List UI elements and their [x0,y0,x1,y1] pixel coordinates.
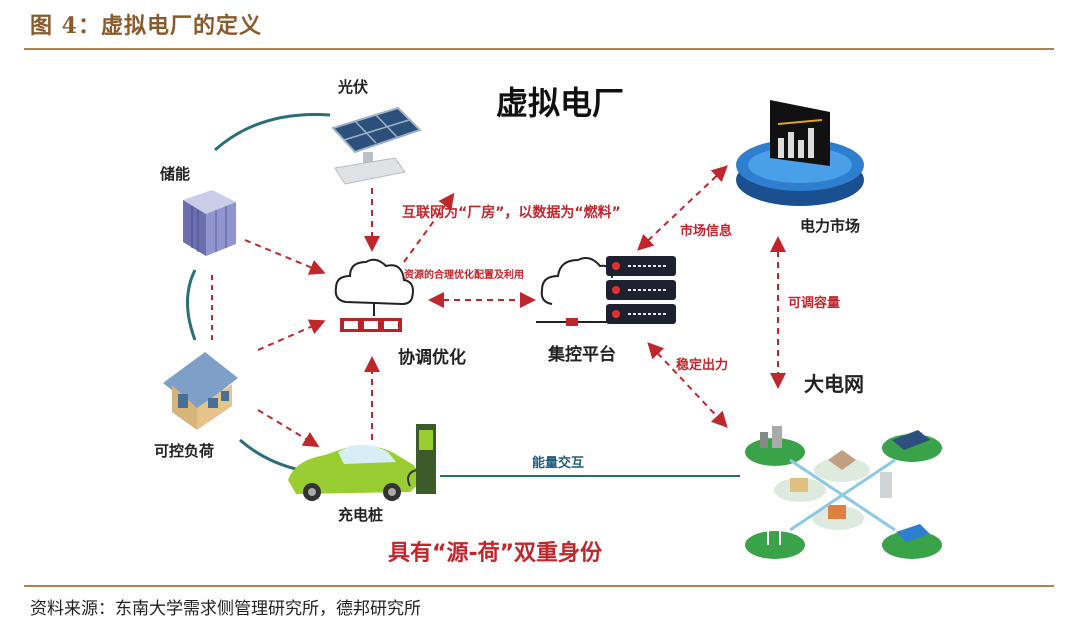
solar-label: 光伏 [338,78,369,96]
solar-panel-icon [331,106,422,185]
figure-title: 图 4：虚拟电厂的定义 [30,13,262,39]
grid-cluster-icon [745,426,942,559]
server-stack-icon [606,256,676,324]
coordination-label: 协调优化 [398,348,466,368]
flow-arrows [244,165,786,448]
header-divider [24,48,1054,50]
stable-output-label: 稳定出力 [676,358,729,373]
car-icon [288,444,419,501]
grid-label: 大电网 [804,372,864,396]
coordination-cloud-icon [334,258,414,316]
resource-flow-label: 资源的合理优化配置及利用 [404,270,524,281]
charger-label: 充电桩 [338,506,384,524]
diagram-main-title: 虚拟电厂 [496,84,625,122]
coordination-server-row [340,318,402,332]
adjustable-capacity-label: 可调容量 [788,296,841,311]
platform-cloud-icon [536,257,613,323]
resource-ring [186,112,331,472]
figure-source: 资料来源：东南大学需求侧管理研究所，德邦研究所 [30,599,421,619]
figure-header: 图 4：虚拟电厂的定义 [0,0,1080,50]
tagline: 具有“源-荷”双重身份 [388,541,603,566]
load-label: 可控负荷 [154,442,215,460]
platform-label: 集控平台 [548,345,616,365]
storage-label: 储能 [160,165,191,183]
house-icon [163,352,238,430]
market-label: 电力市场 [800,217,861,235]
energy-exchange-label: 能量交互 [532,456,585,471]
footer-divider [24,585,1054,587]
charger-icon [407,424,436,494]
market-info-label: 市场信息 [680,224,733,239]
market-disk-icon [736,100,864,206]
internet-flow-label: 互联网为“厂房”，以数据为“燃料” [402,205,621,221]
storage-icon [183,190,236,256]
platform-connector [566,318,578,326]
